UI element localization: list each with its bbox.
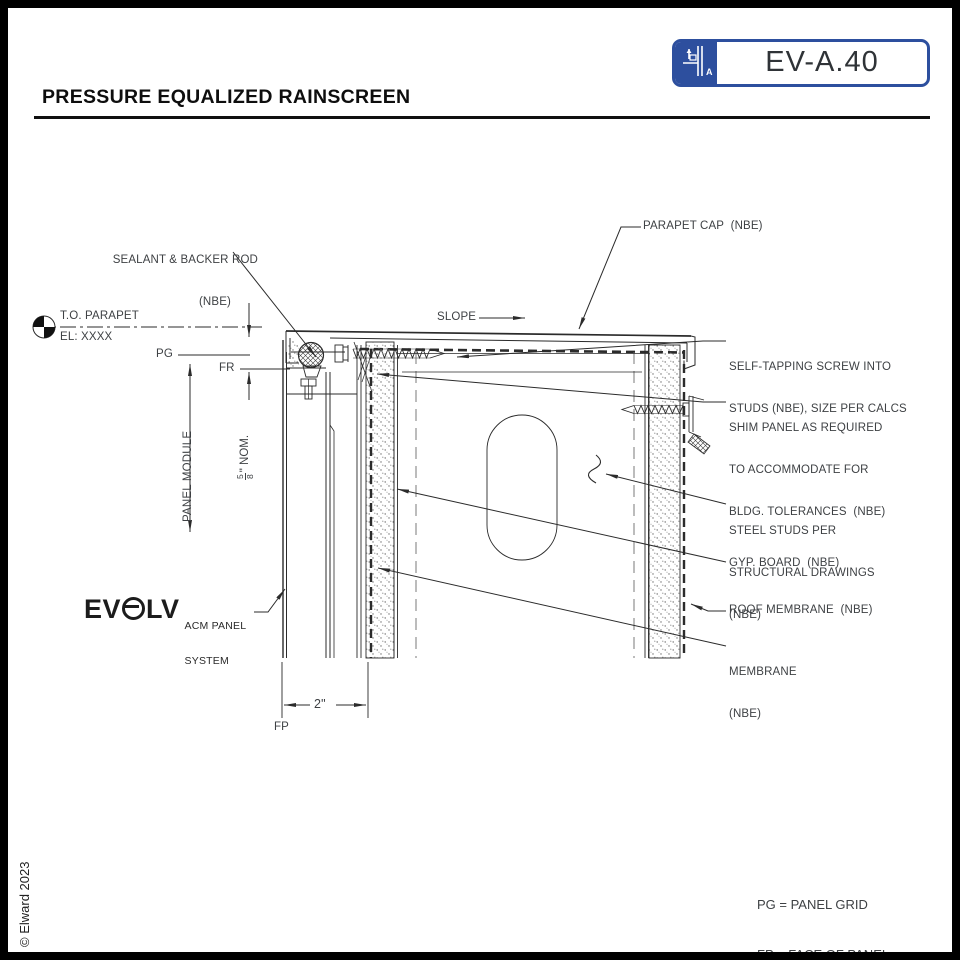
- level-target-symbol: [32, 315, 56, 339]
- callout-parapet-cap: PARAPET CAP (NBE): [643, 220, 763, 232]
- callout-shim: SHIM PANEL AS REQUIRED TO ACCOMMODATE FO…: [729, 422, 886, 518]
- dim-2in-label: 2": [314, 697, 326, 711]
- fr-label: FR: [219, 362, 235, 374]
- leader-gyp-board: [396, 488, 727, 563]
- parapet-assembly-linework: [282, 330, 711, 659]
- leader-membrane: [377, 567, 727, 647]
- steel-stud: [393, 345, 650, 658]
- pg-label: PG: [156, 348, 173, 360]
- callout-gyp-board: GYP. BOARD (NBE): [729, 557, 840, 569]
- leaders: [232, 226, 727, 647]
- slope-label: SLOPE: [437, 311, 477, 323]
- detail-marker-icon: A: [675, 42, 717, 84]
- backer-rod: [297, 341, 325, 369]
- nom-dim-label: 5 8 " NOM.: [235, 434, 255, 480]
- sheet-code: EV-A.40: [765, 46, 879, 78]
- evolv-subtitle: ACM PANEL SYSTEM: [184, 620, 247, 667]
- leader-evolv: [254, 588, 286, 613]
- acm-panel-return: [282, 340, 373, 658]
- callout-membrane: MEMBRANE (NBE): [729, 666, 797, 720]
- section-detail-drawing: [32, 226, 727, 718]
- panel-module-label: PANEL MODULE: [182, 430, 194, 522]
- dimensions: [32, 303, 525, 718]
- gasket-wedge: [302, 365, 322, 378]
- icon-letter: A: [706, 67, 713, 77]
- leader-roof-membrane: [690, 603, 726, 612]
- fp-label: FP: [274, 721, 289, 733]
- leader-steel-studs: [605, 473, 727, 505]
- leader-sealant: [232, 251, 317, 358]
- evolv-o-icon: [122, 597, 146, 620]
- copyright-label: © Elward 2023: [17, 861, 32, 947]
- title-rule: [34, 116, 930, 119]
- leader-self-tapping: [456, 340, 726, 359]
- drawing-sheet: PRESSURE EQUALIZED RAINSCREEN A EV-A.40 …: [8, 8, 952, 952]
- to-parapet-label: T.O. PARAPET: [60, 310, 139, 322]
- leader-parapet-cap: [578, 226, 641, 330]
- roof-side-screw-clip: [620, 395, 711, 455]
- sheet-reference-badge: A EV-A.40: [672, 39, 930, 87]
- callout-roof-membrane: ROOF MEMBRANE (NBE): [729, 604, 873, 616]
- sealant-fill: [288, 341, 299, 368]
- roof-sheathing: [648, 344, 681, 659]
- dim-ext-lines: [281, 662, 369, 718]
- break-squiggle: [587, 454, 602, 484]
- callout-steel-studs: STEEL STUDS PER STRUCTURAL DRAWINGS (NBE…: [729, 525, 875, 621]
- fraction: 5 8: [235, 473, 255, 480]
- elevation-label: EL: XXXX: [60, 331, 113, 343]
- page-title: PRESSURE EQUALIZED RAINSCREEN: [42, 86, 411, 108]
- callout-sealant: SEALANT & BACKER ROD (NBE): [112, 254, 258, 308]
- membrane-under-cap: [359, 347, 686, 354]
- callout-self-tapping: SELF-TAPPING SCREW INTO STUDS (NBE), SIZ…: [729, 361, 907, 415]
- abbreviation-legend: PG = PANEL GRID FP = FACE OF PANEL FR = …: [757, 897, 889, 952]
- gyp-sheathing: [365, 341, 395, 659]
- leader-shim: [376, 373, 726, 403]
